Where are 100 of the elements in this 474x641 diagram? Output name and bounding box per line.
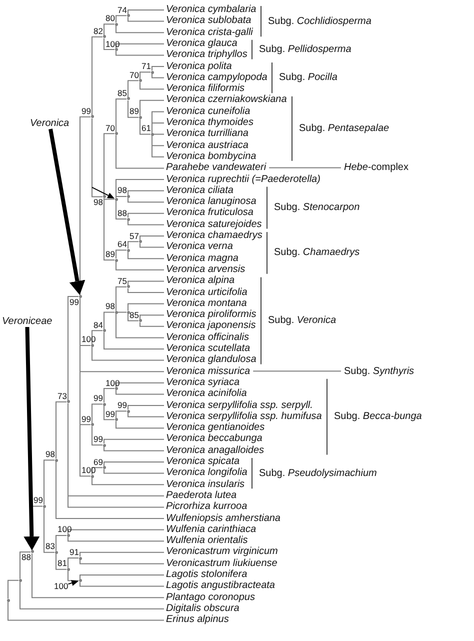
taxon-name: Picrorhiza kurrooa <box>166 501 248 512</box>
taxon-name: Veronica polita <box>166 60 232 72</box>
branch-node <box>66 568 70 571</box>
branch-node <box>126 194 130 198</box>
taxon-name: Veronica officinalis <box>166 332 250 343</box>
branch-line <box>116 310 127 313</box>
branch-line <box>152 66 164 72</box>
branch-line <box>92 118 103 198</box>
branch-node <box>138 116 142 119</box>
taxon-name: Veronicastrum liukiuense <box>166 558 278 569</box>
branch-node <box>114 48 118 52</box>
branch-node <box>126 97 130 100</box>
arrow <box>92 186 114 199</box>
branch-line <box>104 388 115 404</box>
branch-node <box>126 285 130 288</box>
branch-line <box>128 100 139 118</box>
branch-line <box>128 212 164 218</box>
branch-node <box>102 402 106 406</box>
branch-line <box>128 280 164 286</box>
branch-node <box>126 310 130 314</box>
branch-line <box>8 580 19 600</box>
support-value: 99 <box>118 401 127 410</box>
branch-node <box>150 132 154 136</box>
branch-line <box>68 558 79 568</box>
taxon-name: Veronica montana <box>166 298 247 309</box>
branch-line <box>116 286 127 312</box>
branch-line <box>80 582 164 587</box>
support-value: 100 <box>82 335 96 344</box>
taxon-name: Veronica magna <box>166 252 238 264</box>
branch-node <box>114 198 118 201</box>
branch-line <box>8 601 164 621</box>
branch-line <box>116 15 127 24</box>
branch-line <box>56 461 164 519</box>
branch-line <box>104 198 115 200</box>
support-value: 98 <box>118 186 127 196</box>
taxon-name: Veronica serpyllifolia ssp. serpyll. <box>166 400 313 410</box>
branch-node <box>114 310 118 314</box>
support-value: 80 <box>106 14 115 24</box>
branch-line <box>104 332 164 350</box>
branch-line <box>128 197 164 203</box>
branch-node <box>126 248 130 252</box>
branch-line <box>80 574 164 580</box>
taxon-name: Lagotis angustibracteata <box>166 580 275 592</box>
clade-label: Subg. Pentasepalae <box>299 123 390 134</box>
taxon-name: Lagotis stolonifera <box>166 569 248 580</box>
support-value: 91 <box>70 548 79 558</box>
branch-line <box>128 313 139 322</box>
taxon-name: Erinus alpinus <box>166 614 229 626</box>
support-value: 89 <box>130 107 139 116</box>
support-value: 100 <box>54 582 68 591</box>
clade-label: Subg. Pocilla <box>279 72 338 84</box>
branch-line <box>128 412 164 418</box>
branch-line <box>104 468 164 474</box>
clade-label: Subg. Stenocarpon <box>274 202 361 214</box>
taxon-name: Paederota lutea <box>166 490 237 501</box>
clade-name: Veroniceae <box>2 316 52 327</box>
taxon-name: Wulfeniopsis amherstiana <box>166 512 280 524</box>
branch-line <box>56 534 67 552</box>
support-value: 98 <box>106 302 115 312</box>
support-value: 99 <box>82 106 91 116</box>
taxon-name: Veronica crista-galli <box>166 26 253 38</box>
taxon-name: Veronica filiformis <box>166 83 245 94</box>
support-value: 71 <box>142 62 151 72</box>
branch-line <box>104 462 164 467</box>
branch-line <box>128 16 164 22</box>
taxon-name: Veronica alpina <box>166 275 235 286</box>
taxon-name: Veronica urticifolia <box>166 286 248 298</box>
branch-line <box>116 200 127 220</box>
branch-line <box>68 570 79 582</box>
support-value: 73 <box>58 392 67 401</box>
taxon-name: Veronica fruticulosa <box>166 207 254 218</box>
taxon-name: Veronicastrum virginicum <box>166 546 278 558</box>
taxon-name: Veronica ciliata <box>166 184 234 196</box>
support-value: 82 <box>94 26 103 36</box>
branch-line <box>68 529 164 534</box>
branch-line <box>128 190 164 196</box>
taxon-name: Veronica turrilliana <box>166 128 248 140</box>
branch-line <box>56 401 67 460</box>
taxon-name: Wulfenia orientalis <box>166 535 248 546</box>
branch-node <box>150 70 154 74</box>
branch-line <box>116 420 164 429</box>
branch-line <box>128 220 164 226</box>
clade-label: Subg. Veronica <box>268 315 338 326</box>
branch-node <box>66 400 70 404</box>
branch-line <box>92 330 103 344</box>
branch-line <box>20 581 164 610</box>
support-value: 84 <box>94 320 103 330</box>
branch-node <box>78 294 82 298</box>
taxon-name: Veronica austriaca <box>166 140 248 151</box>
branch-line <box>152 135 164 158</box>
branch-line <box>128 80 139 98</box>
support-value: 99 <box>106 410 115 419</box>
branch-line <box>92 426 103 446</box>
support-value: 88 <box>22 553 31 562</box>
taxon-name: Veronica bombycina <box>166 150 256 162</box>
branch-node <box>138 319 142 322</box>
taxon-name: Veronica sublobata <box>166 15 252 26</box>
support-value: 57 <box>130 232 139 241</box>
taxon-name: Veronica thymoides <box>166 117 254 128</box>
taxon-name: Veronica anagalloides <box>166 444 264 456</box>
